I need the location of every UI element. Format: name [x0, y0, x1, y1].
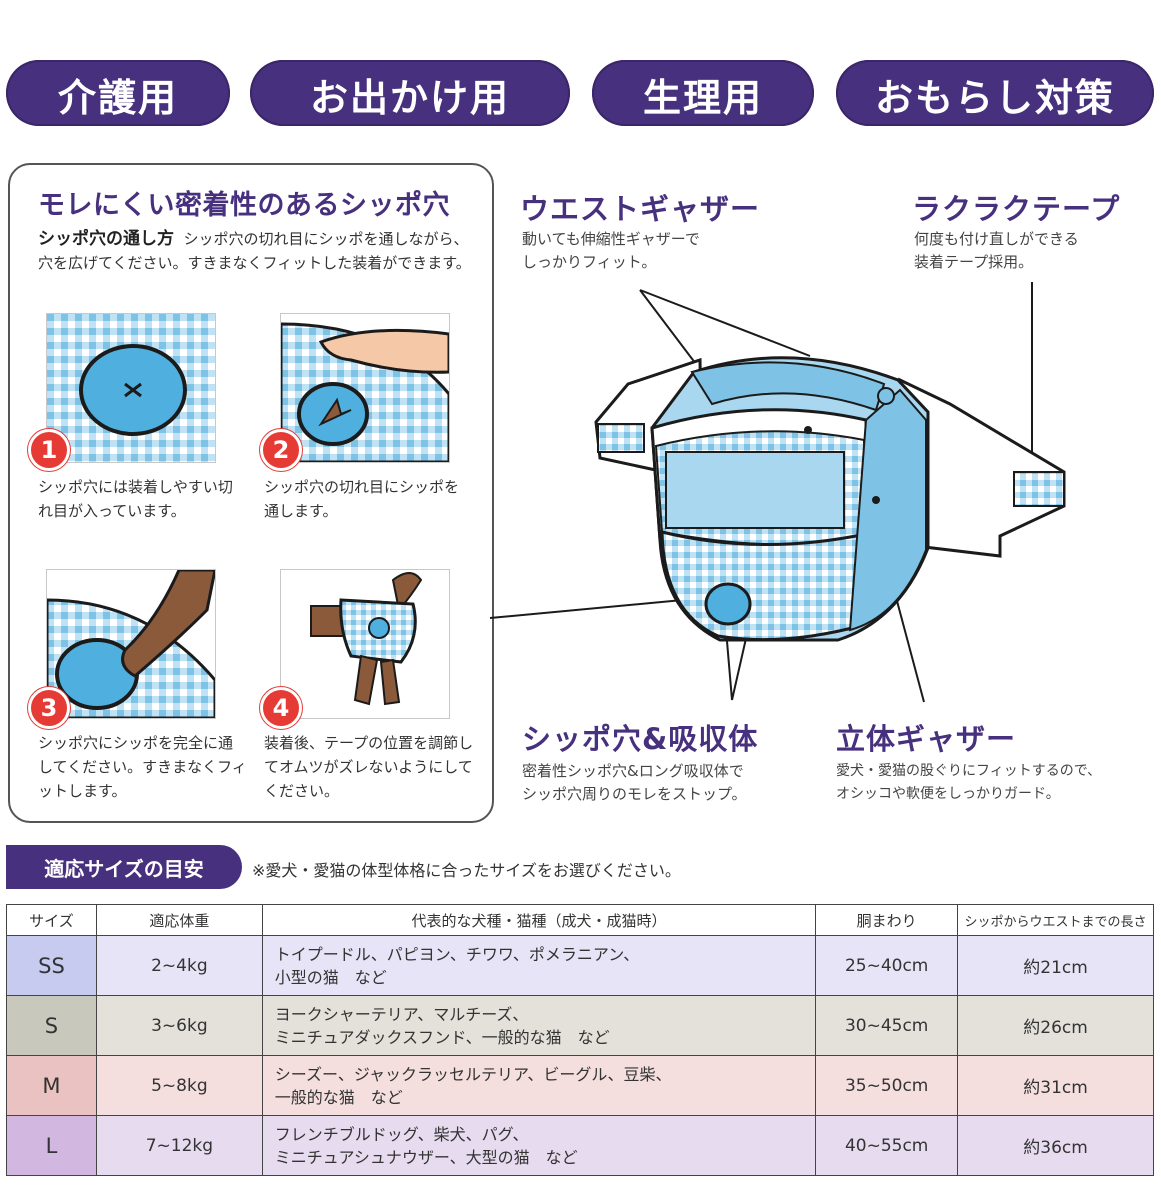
howto-intro: シッポ穴の通し方 シッポ穴の切れ目にシッポを通しながら、穴を広げてください。すき… [38, 227, 476, 275]
table-row: M 5~8kg シーズー、ジャックラッセルテリア、ビーグル、豆柴、 一般的な猫 … [6, 1055, 1154, 1116]
cell-breeds-line1: シーズー、ジャックラッセルテリア、ビーグル、豆柴、 [274, 1064, 672, 1084]
step-1-illustration [46, 313, 216, 463]
cell-breeds-line2: 一般的な猫 など [274, 1087, 403, 1107]
feature-3d-gather-desc-line2: オシッコや軟便をしっかりガード。 [836, 786, 1060, 802]
column-header-size: サイズ [6, 904, 97, 936]
cell-size: SS [6, 935, 97, 996]
step-3-illustration [46, 569, 216, 719]
cell-waist: 35~50cm [815, 1055, 959, 1116]
feature-3d-gather-desc: 愛犬・愛猫の股ぐりにフィットするので、 オシッコや軟便をしっかりガード。 [836, 760, 1101, 806]
category-pill-incontinence: おもらし対策 [836, 60, 1154, 126]
feature-tape-desc-line1: 何度も付け直しができる [914, 230, 1079, 248]
step-2-badge: 2 [260, 429, 302, 471]
step-4-text: 装着後、テープの位置を調節してオムツがズレないようにしてください。 [264, 734, 474, 800]
feature-tape-desc-line2: 装着テープ採用。 [914, 253, 1034, 271]
cell-weight: 3~6kg [95, 995, 263, 1056]
cell-breeds-line1: フレンチブルドッグ、柴犬、パグ、 [274, 1124, 529, 1144]
feature-tail-hole-desc: 密着性シッポ穴&ロング吸収体で シッポ穴周りのモレをストップ。 [522, 760, 747, 806]
step-1-badge: 1 [28, 429, 70, 471]
cell-weight: 5~8kg [95, 1055, 263, 1116]
table-row: L 7~12kg フレンチブルドッグ、柴犬、パグ、 ミニチュアシュナウザー、大型… [6, 1115, 1154, 1176]
cell-length: 約31cm [957, 1055, 1154, 1116]
step-4-badge: 4 [260, 687, 302, 729]
size-guide-note: ※愛犬・愛猫の体型体格に合ったサイズをお選びください。 [252, 861, 681, 880]
category-pill-care: 介護用 [6, 60, 230, 126]
step-2-illustration [280, 313, 450, 463]
feature-3d-gather-title: 立体ギャザー [836, 722, 1017, 756]
step-3-text: シッポ穴にシッポを完全に通してください。すきまなくフィットします。 [38, 734, 247, 800]
step-2-text: シッポ穴の切れ目にシッポを通します。 [264, 478, 460, 520]
tail-hole-howto-panel: モレにくい密着性のあるシッポ穴 シッポ穴の通し方 シッポ穴の切れ目にシッポを通し… [8, 163, 494, 823]
size-guide-header: 適応サイズの目安 [6, 845, 242, 889]
feature-waist-gather-desc: 動いても伸縮性ギャザーで しっかりフィット。 [522, 228, 700, 274]
cell-breeds: フレンチブルドッグ、柴犬、パグ、 ミニチュアシュナウザー、大型の猫 など [261, 1115, 817, 1176]
column-header-waist: 胴まわり [815, 904, 959, 936]
cell-length: 約26cm [957, 995, 1154, 1056]
cell-waist: 30~45cm [815, 995, 959, 1056]
cell-breeds-line2: 小型の猫 など [274, 967, 387, 987]
step-1-text: シッポ穴には装着しやすい切れ目が入っています。 [38, 478, 233, 520]
cell-breeds: トイプードル、パピヨン、チワワ、ポメラニアン、 小型の猫 など [261, 935, 817, 996]
feature-tape-title: ラクラクテープ [912, 192, 1121, 226]
category-pill-period: 生理用 [592, 60, 814, 126]
feature-tail-hole-desc-line2: シッポ穴周りのモレをストップ。 [522, 785, 747, 803]
cell-size: S [6, 995, 97, 1056]
feature-3d-gather-desc-line1: 愛犬・愛猫の股ぐりにフィットするので、 [836, 763, 1102, 779]
table-row: SS 2~4kg トイプードル、パピヨン、チワワ、ポメラニアン、 小型の猫 など… [6, 935, 1154, 996]
howto-intro-body: シッポ穴の切れ目にシッポを通しながら、穴を広げてください。すきまなくフィットした… [38, 230, 471, 272]
howto-title: モレにくい密着性のあるシッポ穴 [38, 190, 450, 221]
cell-waist: 25~40cm [815, 935, 959, 996]
size-table-header-row: サイズ 適応体重 代表的な犬種・猫種（成犬・成猫時） 胴まわり シッポからウエス… [6, 904, 1154, 936]
cell-breeds-line1: ヨークシャーテリア、マルチーズ、 [274, 1004, 529, 1024]
category-pill-outing: お出かけ用 [250, 60, 570, 126]
table-row: S 3~6kg ヨークシャーテリア、マルチーズ、 ミニチュアダックスフンド、一般… [6, 995, 1154, 1056]
cell-size: L [6, 1115, 97, 1176]
feature-waist-gather-desc-line1: 動いても伸縮性ギャザーで [522, 230, 700, 248]
cell-breeds: ヨークシャーテリア、マルチーズ、 ミニチュアダックスフンド、一般的な猫 など [261, 995, 817, 1056]
feature-tail-hole-title: シッポ穴&吸収体 [522, 722, 759, 756]
step-3-badge: 3 [28, 687, 70, 729]
feature-waist-gather-desc-line2: しっかりフィット。 [522, 253, 657, 271]
feature-tape-desc: 何度も付け直しができる 装着テープ採用。 [914, 228, 1079, 274]
cell-waist: 40~55cm [815, 1115, 959, 1176]
cell-breeds: シーズー、ジャックラッセルテリア、ビーグル、豆柴、 一般的な猫 など [261, 1055, 817, 1116]
column-header-length: シッポからウエストまでの長さ [957, 904, 1154, 936]
cell-breeds-line1: トイプードル、パピヨン、チワワ、ポメラニアン、 [274, 944, 640, 964]
column-header-weight: 適応体重 [95, 904, 263, 936]
feature-tail-hole-desc-line1: 密着性シッポ穴&ロング吸収体で [522, 762, 744, 780]
size-table: サイズ 適応体重 代表的な犬種・猫種（成犬・成猫時） 胴まわり シッポからウエス… [6, 904, 1154, 1176]
cell-length: 約21cm [957, 935, 1154, 996]
cell-length: 約36cm [957, 1115, 1154, 1176]
cell-weight: 7~12kg [95, 1115, 263, 1176]
step-4-illustration [280, 569, 450, 719]
cell-breeds-line2: ミニチュアシュナウザー、大型の猫 など [274, 1147, 578, 1167]
howto-intro-heading: シッポ穴の通し方 [38, 229, 174, 249]
column-header-breeds: 代表的な犬種・猫種（成犬・成猫時） [261, 904, 817, 936]
cell-breeds-line2: ミニチュアダックスフンド、一般的な猫 など [274, 1027, 610, 1047]
feature-waist-gather-title: ウエストギャザー [520, 192, 761, 226]
cell-weight: 2~4kg [95, 935, 263, 996]
cell-size: M [6, 1055, 97, 1116]
